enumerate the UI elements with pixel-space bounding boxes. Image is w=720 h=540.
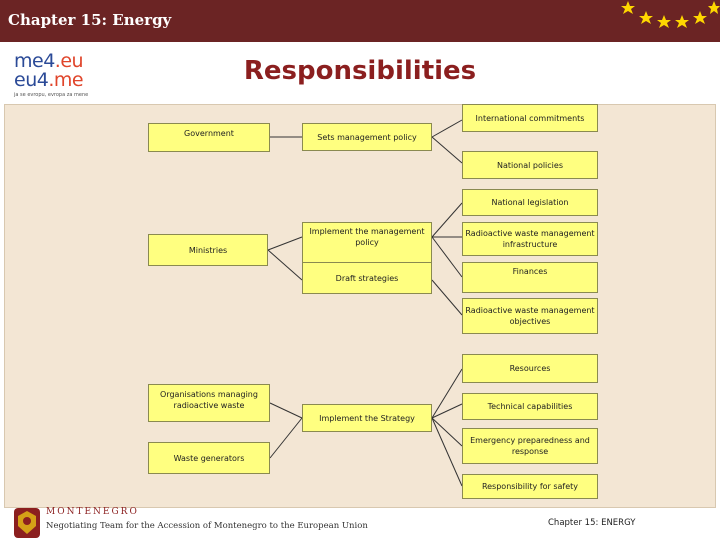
actor-organisations: Organisations managing radioactive waste bbox=[148, 384, 270, 422]
outcome-responsibility-safety: Responsibility for safety bbox=[462, 474, 598, 499]
outcome-emergency: Emergency preparedness and response bbox=[462, 428, 598, 464]
footer-org: MONTENEGRO bbox=[46, 507, 139, 517]
header-bar: Chapter 15: Energy bbox=[0, 0, 720, 42]
me4eu-logo: me4.eu eu4.me ja se evropu, evropa za me… bbox=[14, 50, 114, 99]
actor-government: Government bbox=[148, 123, 270, 152]
logo-line-2: eu4.me bbox=[14, 69, 84, 91]
action-sets-policy: Sets management policy bbox=[302, 123, 432, 151]
outcome-national-policies: National policies bbox=[462, 151, 598, 179]
outcome-rw-objectives: Radioactive waste management objectives bbox=[462, 298, 598, 334]
outcome-national-legislation: National legislation bbox=[462, 189, 598, 216]
logo-tagline: ja se evropu, evropa za mene bbox=[14, 92, 89, 98]
footer-team: Negotiating Team for the Accession of Mo… bbox=[46, 521, 368, 531]
action-implement-policy: Implement the management policy bbox=[302, 222, 432, 266]
slide-title: Responsibilities bbox=[243, 56, 477, 86]
footer-chapter: Chapter 15: ENERGY bbox=[548, 518, 636, 528]
actor-ministries: Ministries bbox=[148, 234, 268, 266]
actor-waste-generators: Waste generators bbox=[148, 442, 270, 474]
chapter-title: Chapter 15: Energy bbox=[8, 11, 172, 29]
action-draft-strategies: Draft strategies bbox=[302, 262, 432, 294]
eu-stars-icon bbox=[621, 1, 720, 28]
action-implement-strategy: Implement the Strategy bbox=[302, 404, 432, 432]
outcome-resources: Resources bbox=[462, 354, 598, 383]
outcome-international-commitments: International commitments bbox=[462, 104, 598, 132]
outcome-rw-infrastructure: Radioactive waste management infrastruct… bbox=[462, 222, 598, 256]
coat-of-arms-icon bbox=[14, 508, 40, 538]
outcome-finances: Finances bbox=[462, 262, 598, 293]
logo-line-1: me4.eu bbox=[14, 50, 84, 72]
outcome-technical-capabilities: Technical capabilities bbox=[462, 393, 598, 420]
